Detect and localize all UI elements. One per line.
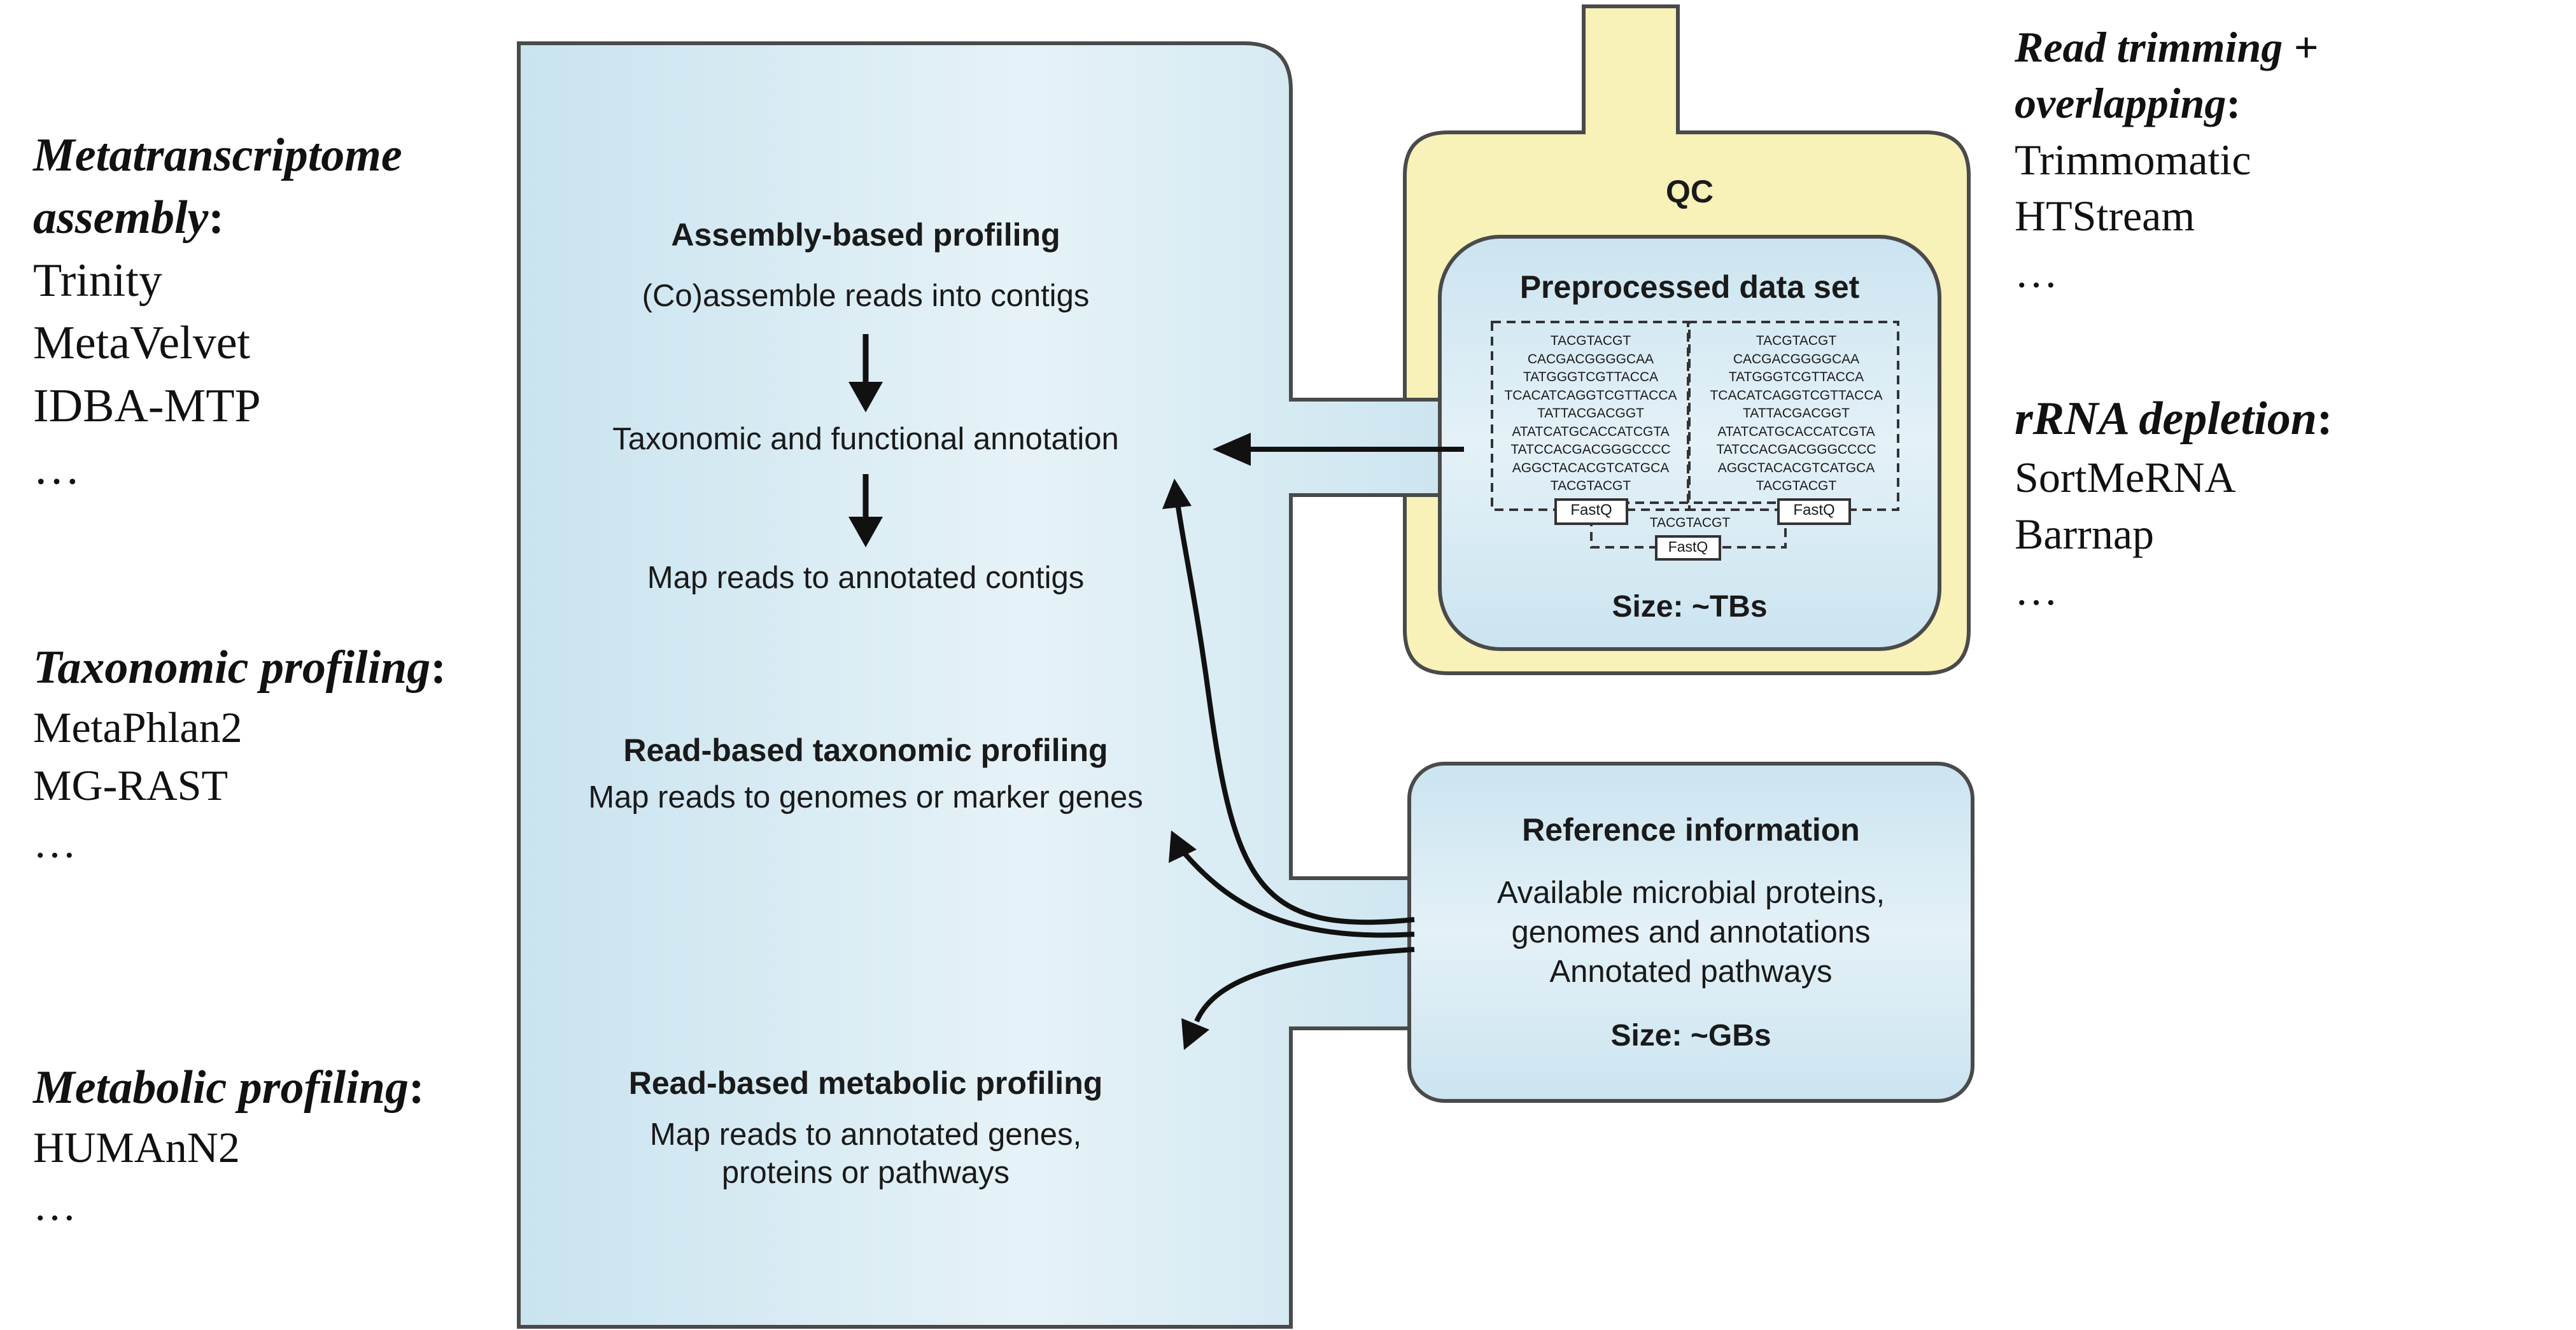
reference-arrowheads: [1162, 479, 1209, 1050]
sequence-line: TACGTACGT: [1550, 333, 1631, 348]
taxonomic-tools-block: Taxonomic profiling: MetaPhlan2 MG-RAST …: [33, 636, 446, 872]
sequence-line: TACGTACGT: [1550, 479, 1631, 493]
assembly-down-arrows: [848, 334, 883, 547]
fastq-tags: [1554, 498, 1851, 561]
taxonomic-profiling-desc: Map reads to genomes or marker genes: [588, 780, 1143, 815]
sequence-line: ATATCATGCACCATCGTA: [1717, 424, 1875, 439]
sequence-list-right: TACGTACGT CACGACGGGGCAA TATGGGTCGTTACCA …: [1694, 332, 1898, 496]
sequence-line: TATTACGACGGT: [1743, 406, 1850, 421]
fastq-label-bottom: FastQ: [1668, 538, 1708, 555]
fastq-label-left: FastQ: [1570, 501, 1612, 519]
sequence-line: TACGTACGT: [1756, 333, 1837, 348]
tool-item: Barrnap: [2015, 509, 2155, 558]
tool-item: …: [2015, 565, 2058, 614]
taxonomic-profiling-title: Read-based taxonomic profiling: [623, 732, 1108, 768]
tool-item: MetaPhlan2: [33, 703, 243, 752]
dataset-to-annotation-arrow: [1213, 433, 1464, 466]
rrna-tools-heading: rRNA depletion:: [2015, 393, 2333, 445]
trimming-tools-heading: Read trimming + overlapping:: [2015, 23, 2319, 128]
reference-size: Size: ~GBs: [1610, 1019, 1771, 1053]
tool-item: HTStream: [2015, 192, 2195, 241]
metabolic-tools-block: Metabolic profiling: HUMAnN2 …: [33, 1056, 425, 1234]
sequence-line: TCACATCAGGTCGTTACCA: [1504, 388, 1677, 403]
sequence-line: CACGACGGGGCAA: [1527, 351, 1654, 367]
assembly-heading-line2: assembly: [33, 192, 209, 244]
fastq-label-right: FastQ: [1793, 501, 1835, 519]
bottom-sequence: TACGTACGT: [1649, 515, 1731, 530]
preprocessed-dataset-title: Preprocessed data set: [1519, 269, 1860, 305]
tool-item: SortMeRNA: [2015, 453, 2236, 502]
sequence-line: TATGGGTCGTTACCA: [1523, 370, 1659, 384]
tool-item: …: [2015, 248, 2058, 297]
qc-label: QC: [1666, 174, 1714, 209]
tool-item: …: [33, 442, 80, 495]
assembly-tools-block: Metatranscriptome assembly: Trinity Meta…: [33, 124, 402, 500]
trimming-tools-block: Read trimming + overlapping: Trimmomatic…: [2015, 19, 2318, 300]
assembly-step-map-reads: Map reads to annotated contigs: [647, 561, 1085, 595]
sequence-line: TATTACGACGGT: [1537, 406, 1644, 421]
tool-item: …: [33, 818, 76, 867]
reference-info-title: Reference information: [1522, 812, 1860, 848]
sequence-line: TATCCACGACGGGCCCC: [1510, 442, 1671, 457]
tool-item: IDBA-MTP: [33, 379, 261, 432]
sequence-line: AGGCTACACGTCATGCA: [1512, 460, 1670, 475]
tool-item: …: [33, 1180, 76, 1229]
taxonomic-tools-heading: Taxonomic profiling:: [33, 641, 446, 694]
assembly-heading-line1: Metatranscriptome: [33, 129, 402, 181]
sequence-line: TATCCACGACGGGCCCC: [1716, 442, 1876, 457]
assembly-tools-heading: Metatranscriptome assembly:: [33, 129, 402, 244]
sequence-line: TCACATCAGGTCGTTACCA: [1710, 388, 1883, 403]
assembly-step-coassemble: (Co)assemble reads into contigs: [642, 279, 1090, 313]
metabolic-profiling-desc-line1: Map reads to annotated genes,: [649, 1117, 1082, 1152]
tool-item: MG-RAST: [33, 760, 229, 809]
tool-item: Trinity: [33, 254, 162, 307]
sequence-line: ATATCATGCACCATCGTA: [1512, 424, 1670, 439]
assembly-profiling-title: Assembly-based profiling: [671, 217, 1060, 253]
metabolic-profiling-desc-line2: proteins or pathways: [721, 1156, 1010, 1190]
reference-info-line1: Available microbial proteins,: [1496, 876, 1885, 910]
sequence-line: TATGGGTCGTTACCA: [1728, 370, 1864, 384]
rrna-tools-block: rRNA depletion: SortMeRNA Barrnap …: [2015, 388, 2333, 618]
tool-item: Trimmomatic: [2015, 135, 2251, 184]
assembly-step-annotation: Taxonomic and functional annotation: [612, 422, 1119, 456]
tool-item: HUMAnN2: [33, 1123, 240, 1172]
sequence-line: AGGCTACACGTCATGCA: [1717, 460, 1875, 475]
metabolic-profiling-title: Read-based metabolic profiling: [628, 1065, 1103, 1101]
reference-curved-arrows: [1175, 502, 1415, 1023]
reference-info-line2: genomes and annotations: [1511, 915, 1871, 949]
preprocessed-dataset-box: [1438, 235, 1941, 651]
sequence-list-left: TACGTACGT CACGACGGGGCAA TATGGGTCGTTACCA …: [1492, 332, 1689, 496]
sequence-line: CACGACGGGGCAA: [1733, 351, 1860, 367]
sequence-line: TACGTACGT: [1756, 479, 1837, 493]
dataset-size: Size: ~TBs: [1612, 590, 1768, 624]
tool-item: MetaVelvet: [33, 317, 251, 370]
reference-info-line3: Annotated pathways: [1549, 955, 1833, 989]
metabolic-tools-heading: Metabolic profiling:: [33, 1061, 425, 1114]
